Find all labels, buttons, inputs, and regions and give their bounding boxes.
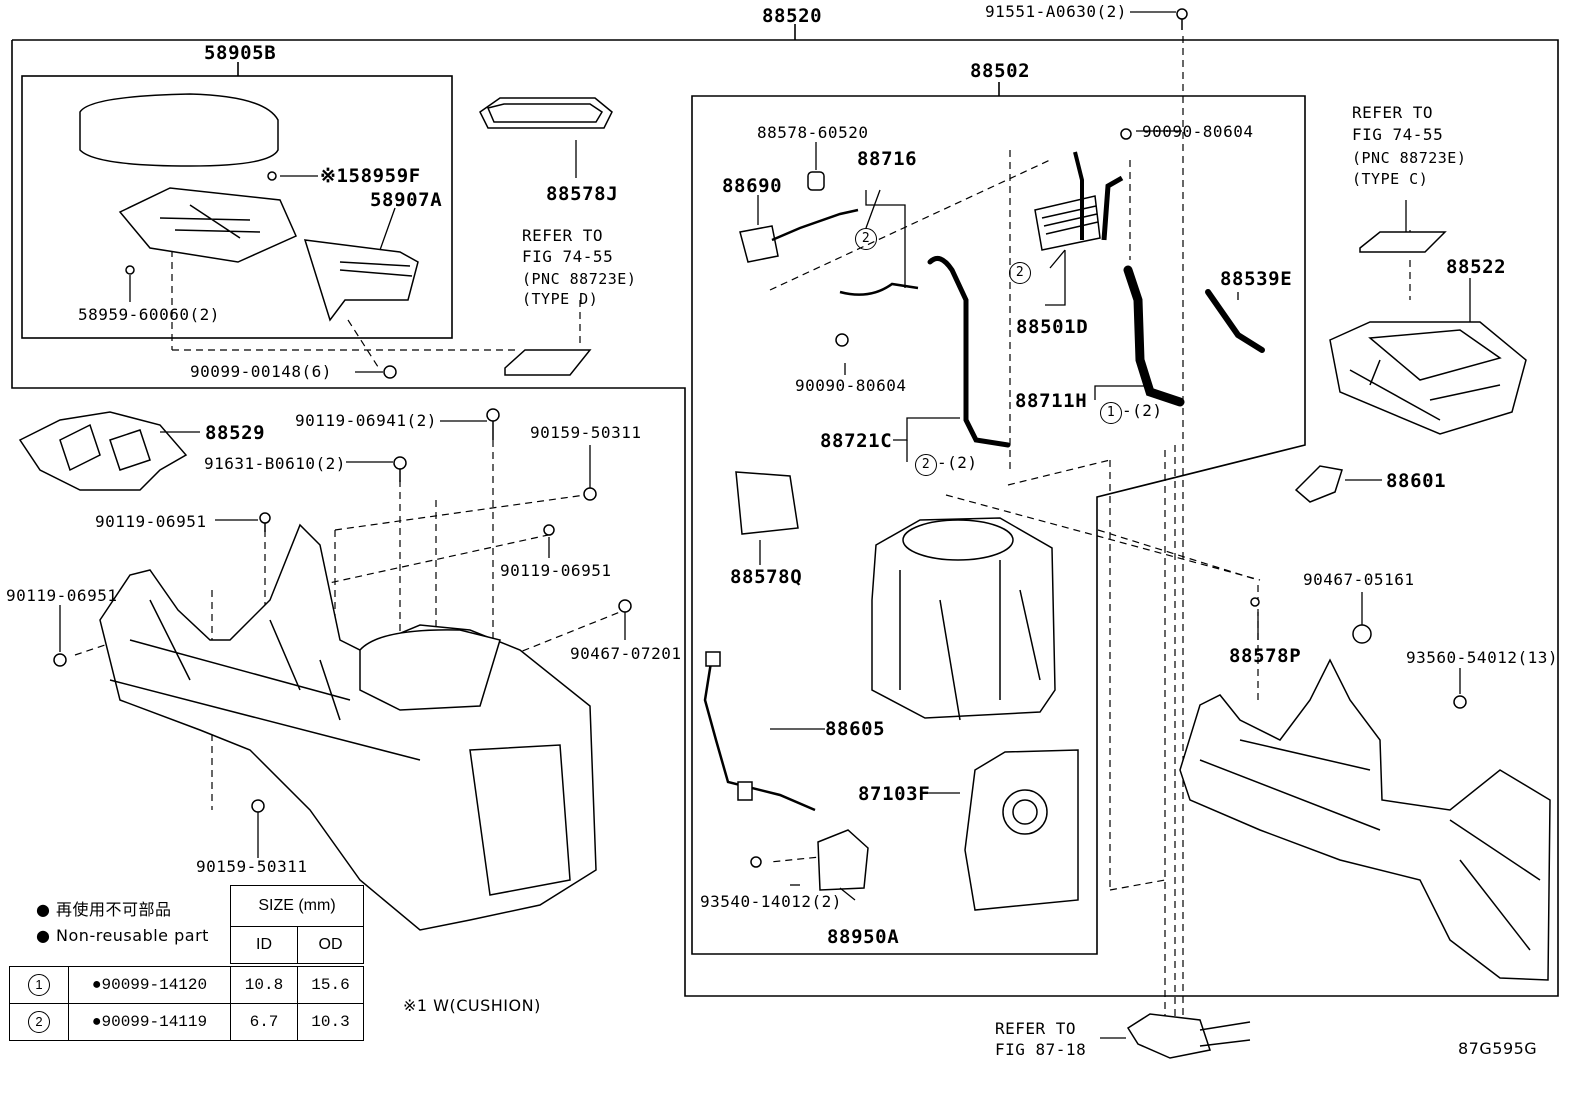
row-no: 1 bbox=[9, 966, 69, 1004]
part-label-91551-a0630: 91551-A0630(2) bbox=[985, 2, 1127, 21]
callout-circle-1: 1-(2) bbox=[1100, 402, 1163, 424]
refer-fig-87-18-line2: FIG 87-18 bbox=[995, 1040, 1087, 1059]
row-id: 10.8 bbox=[230, 966, 298, 1004]
part-label-58959f: ※158959F bbox=[320, 165, 421, 187]
part-label-90119-06951-a: 90119-06951 bbox=[95, 512, 207, 531]
row-no: 2 bbox=[9, 1003, 69, 1041]
pipe-88539e-drawing bbox=[1205, 289, 1265, 353]
part-label-90159-50311-lower: 90159-50311 bbox=[196, 857, 308, 876]
refer-type-d-line3: (PNC 88723E) bbox=[522, 270, 637, 288]
part-label-88716: 88716 bbox=[857, 148, 918, 170]
part-label-88690: 88690 bbox=[722, 175, 783, 197]
part-label-88721c: 88721C bbox=[820, 430, 893, 452]
part-label-90119-06951-b: 90119-06951 bbox=[500, 561, 612, 580]
gasket-parts-table: 1 ●90099-14120 10.8 15.6 2 ●90099-14119 … bbox=[9, 966, 364, 1041]
row-part: ●90099-14119 bbox=[68, 1003, 231, 1041]
row-id: 6.7 bbox=[230, 1003, 298, 1041]
refer-type-d-line1: REFER TO bbox=[522, 226, 604, 245]
figure-code: 87G595G bbox=[1458, 1039, 1538, 1058]
row-od: 15.6 bbox=[297, 966, 364, 1004]
refer-fig-87-18-line1: REFER TO bbox=[995, 1019, 1077, 1038]
part-label-58959-60060: 58959-60060(2) bbox=[78, 305, 220, 324]
filter-88578q-drawing bbox=[735, 471, 799, 535]
refer-type-d-line2: FIG 74-55 bbox=[522, 247, 614, 266]
part-label-91631-b0610: 91631-B0610(2) bbox=[204, 454, 346, 473]
switch-fig-87-18-drawing bbox=[1126, 1013, 1211, 1059]
part-label-90119-06951-c: 90119-06951 bbox=[6, 586, 118, 605]
part-label-90099-00148: 90099-00148(6) bbox=[190, 362, 332, 381]
refer-type-c-line1: REFER TO bbox=[1352, 103, 1434, 122]
part-label-90090-80604-upper: 90090-80604 bbox=[1142, 122, 1254, 141]
harness-88605-drawing bbox=[703, 655, 816, 812]
mat-88529-drawing bbox=[18, 411, 188, 491]
legend-jp-line: ● 再使用不可部品 bbox=[36, 900, 172, 919]
part-label-88539e: 88539E bbox=[1220, 268, 1293, 290]
part-label-58907a: 58907A bbox=[370, 189, 443, 211]
bracket-58907a-drawing bbox=[303, 239, 419, 322]
callout-circle-2-c: 2-(2) bbox=[915, 454, 978, 476]
hose-88711h-drawing bbox=[1123, 265, 1185, 407]
part-label-88522: 88522 bbox=[1446, 256, 1507, 278]
part-label-88578j: 88578J bbox=[546, 183, 619, 205]
part-label-88502: 88502 bbox=[970, 60, 1031, 82]
part-label-88578-60520: 88578-60520 bbox=[757, 123, 869, 142]
part-label-88601: 88601 bbox=[1386, 470, 1447, 492]
part-label-88529: 88529 bbox=[205, 422, 266, 444]
part-label-90090-80604-lower: 90090-80604 bbox=[795, 376, 907, 395]
row-od: 10.3 bbox=[297, 1003, 364, 1041]
clip-88601-drawing bbox=[1294, 465, 1343, 503]
assembly-88520-outline bbox=[11, 39, 1559, 997]
part-label-90467-05161: 90467-05161 bbox=[1303, 570, 1415, 589]
table-row: 2 ●90099-14119 6.7 10.3 bbox=[9, 1003, 364, 1041]
cushion-note: ※1 W(CUSHION) bbox=[403, 996, 541, 1015]
pad-type-d-drawing bbox=[504, 349, 592, 376]
frame-88578j-drawing bbox=[479, 97, 613, 129]
part-label-88578q: 88578Q bbox=[730, 566, 803, 588]
part-label-90159-50311-upper: 90159-50311 bbox=[530, 423, 642, 442]
refer-type-c-line3: (PNC 88723E) bbox=[1352, 149, 1467, 167]
part-label-58905b: 58905B bbox=[204, 42, 277, 64]
sensor-88690-drawing bbox=[739, 225, 779, 263]
legend-en-line: ● Non-reusable part bbox=[36, 926, 209, 945]
part-label-93560-54012: 93560-54012(13) bbox=[1406, 648, 1558, 667]
part-label-88605: 88605 bbox=[825, 718, 886, 740]
part-label-88950a: 88950A bbox=[827, 926, 900, 948]
table-row: 1 ●90099-14120 10.8 15.6 bbox=[9, 966, 364, 1004]
bolt-icons bbox=[53, 8, 1467, 868]
gasket-size-table: SIZE (mm) ID OD bbox=[230, 885, 364, 964]
refer-type-d-line4: (TYPE D) bbox=[522, 290, 599, 308]
pad-type-c-drawing bbox=[1359, 231, 1447, 253]
part-label-88578p: 88578P bbox=[1229, 645, 1302, 667]
evaporator-88501d-drawing bbox=[1034, 195, 1101, 251]
part-label-93540-14012: 93540-14012(2) bbox=[700, 892, 842, 911]
refer-type-c-line4: (TYPE C) bbox=[1352, 170, 1429, 188]
callout-circle-2-a: 2 bbox=[855, 228, 877, 250]
part-label-88520: 88520 bbox=[762, 5, 823, 27]
assembly-88502-box bbox=[691, 95, 1306, 955]
hinge-plate-drawing bbox=[118, 187, 297, 263]
row-part: ●90099-14120 bbox=[68, 966, 231, 1004]
refer-type-c-line2: FIG 74-55 bbox=[1352, 125, 1444, 144]
part-label-88501d: 88501D bbox=[1016, 316, 1089, 338]
console-body-left-drawing bbox=[99, 523, 597, 931]
hose-88721c-drawing bbox=[927, 255, 1011, 448]
part-label-88711h: 88711H bbox=[1015, 390, 1088, 412]
armrest-lid-drawing bbox=[79, 93, 279, 167]
size-header: SIZE (mm) bbox=[230, 885, 364, 927]
module-88950a-drawing bbox=[817, 829, 869, 891]
part-label-87103f: 87103F bbox=[858, 783, 931, 805]
blower-unit-drawing bbox=[871, 517, 1056, 719]
callout-circle-2-b: 2 bbox=[1009, 262, 1031, 284]
assembly-58905b-box bbox=[21, 75, 453, 339]
id-header: ID bbox=[230, 926, 298, 964]
part-label-90119-06941: 90119-06941(2) bbox=[295, 411, 437, 430]
part-label-90467-07201: 90467-07201 bbox=[570, 644, 682, 663]
console-body-right-drawing bbox=[1179, 658, 1551, 981]
od-header: OD bbox=[297, 926, 364, 964]
